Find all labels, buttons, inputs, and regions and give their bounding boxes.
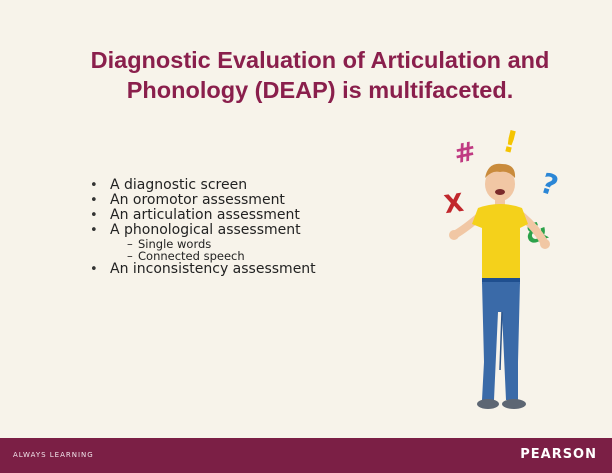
bullet-text: An articulation assessment	[110, 207, 300, 223]
bullet-item: • An articulation assessment	[90, 207, 316, 224]
hash-symbol: #	[451, 136, 479, 170]
bullet-text: An oromotor assessment	[110, 192, 285, 208]
sub-bullet-item: – Single words	[90, 238, 316, 250]
bullet-glyph: •	[90, 193, 98, 208]
sub-bullet-glyph: –	[127, 249, 133, 263]
exclamation-symbol: !	[499, 124, 521, 161]
bullet-item: • An oromotor assessment	[90, 192, 316, 209]
boy-figure	[449, 163, 550, 409]
x-symbol: X	[442, 188, 465, 219]
bullet-glyph: •	[90, 262, 98, 277]
sub-bullet-glyph: –	[127, 237, 133, 251]
sub-bullet-text: Connected speech	[138, 249, 245, 263]
footer-bar: ALWAYS LEARNING PEARSON	[0, 438, 612, 473]
sub-bullet-text: Single words	[138, 237, 212, 251]
slide-title-line-1: Diagnostic Evaluation of Articulation an…	[90, 47, 550, 73]
bullet-text: An inconsistency assessment	[110, 261, 316, 277]
bullet-text: A phonological assessment	[110, 222, 301, 238]
sub-bullet-item: – Connected speech	[90, 250, 316, 262]
slide-title: Diagnostic Evaluation of Articulation an…	[60, 45, 580, 105]
bullet-glyph: •	[90, 223, 98, 238]
juggling-boy-illustration: # ! ? X &	[442, 124, 563, 409]
question-symbol: ?	[537, 166, 563, 202]
pearson-logo: PEARSON	[520, 447, 597, 462]
bullet-glyph: •	[90, 208, 98, 223]
bullet-item: • A diagnostic screen	[90, 177, 316, 194]
bullet-glyph: •	[90, 178, 98, 193]
footer-tagline: ALWAYS LEARNING	[13, 451, 94, 459]
bullet-item: • An inconsistency assessment	[90, 261, 316, 278]
bullet-list: • A diagnostic screen • An oromotor asse…	[90, 177, 316, 278]
slide-title-line-2: Phonology (DEAP) is multifaceted.	[126, 77, 514, 103]
bullet-text: A diagnostic screen	[110, 177, 248, 193]
bullet-item: • A phonological assessment	[90, 222, 316, 239]
